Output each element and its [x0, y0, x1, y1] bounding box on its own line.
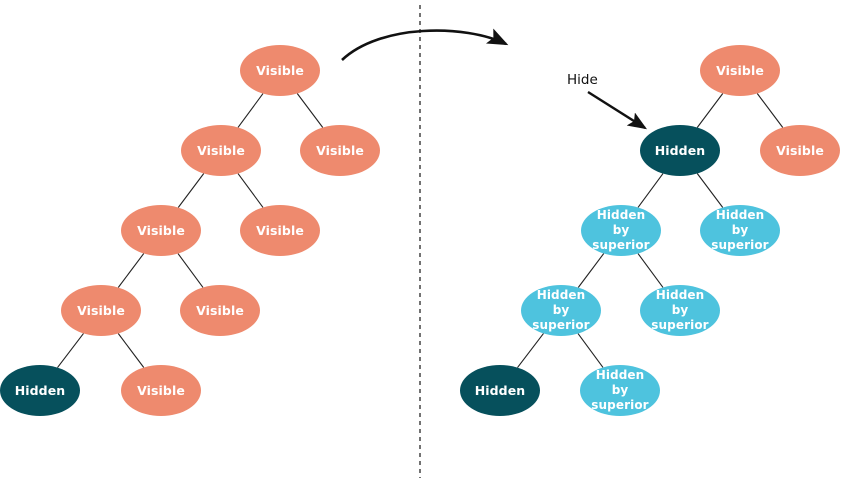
tree-node-label: Visible — [316, 142, 364, 158]
tree-node-visible[interactable]: Visible — [240, 45, 320, 96]
tree-edge — [237, 93, 264, 128]
tree-node-hidden-by-superior[interactable]: Hidden by superior — [700, 205, 780, 256]
tree-node-visible[interactable]: Visible — [700, 45, 780, 96]
transform-arrow-icon — [341, 28, 509, 61]
tree-node-label: Hidden — [654, 142, 706, 158]
tree-node-visible[interactable]: Visible — [760, 125, 840, 176]
tree-node-hidden-by-superior[interactable]: Hidden by superior — [580, 365, 660, 416]
hide-arrow-icon — [587, 90, 648, 130]
tree-edge — [296, 93, 324, 128]
tree-node-hidden[interactable]: Hidden — [460, 365, 540, 416]
hide-annotation-label: Hide — [567, 72, 598, 88]
tree-node-visible[interactable]: Visible — [240, 205, 320, 256]
tree-node-label: Visible — [716, 62, 764, 78]
tree-edge — [756, 93, 784, 128]
tree-node-label: Visible — [256, 62, 304, 78]
tree-edge — [517, 333, 544, 368]
tree-node-label: Visible — [137, 222, 185, 238]
tree-edge — [577, 333, 604, 368]
tree-node-label: Visible — [256, 222, 304, 238]
tree-node-label: Hidden by superior — [711, 208, 769, 252]
tree-node-label: Hidden by superior — [532, 288, 590, 332]
tree-node-visible[interactable]: Visible — [61, 285, 141, 336]
tree-node-hidden[interactable]: Hidden — [0, 365, 80, 416]
tree-node-label: Hidden — [474, 382, 526, 398]
tree-node-label: Hidden by superior — [592, 208, 650, 252]
tree-edge — [577, 253, 605, 288]
tree-edge — [117, 333, 145, 368]
tree-node-visible[interactable]: Visible — [121, 205, 201, 256]
tree-node-label: Hidden — [14, 382, 66, 398]
tree-edge — [696, 173, 724, 208]
tree-node-visible[interactable]: Visible — [300, 125, 380, 176]
tree-node-label: Visible — [77, 302, 125, 318]
tree-node-visible[interactable]: Visible — [181, 125, 261, 176]
tree-node-visible[interactable]: Visible — [121, 365, 201, 416]
tree-edge — [117, 253, 145, 288]
tree-node-hidden-by-superior[interactable]: Hidden by superior — [640, 285, 720, 336]
tree-edge — [177, 173, 205, 208]
tree-node-label: Visible — [196, 302, 244, 318]
tree-edge — [637, 253, 664, 288]
tree-node-hidden-by-superior[interactable]: Hidden by superior — [581, 205, 661, 256]
tree-node-label: Hidden by superior — [651, 288, 709, 332]
tree-node-visible[interactable]: Visible — [180, 285, 260, 336]
tree-edge — [57, 333, 84, 368]
tree-edge — [237, 173, 264, 208]
tree-node-label: Visible — [137, 382, 185, 398]
tree-edge — [637, 173, 664, 208]
tree-edge — [177, 253, 204, 288]
tree-node-label: Hidden by superior — [591, 368, 649, 412]
tree-edge — [696, 93, 724, 128]
tree-node-label: Visible — [776, 142, 824, 158]
tree-node-label: Visible — [197, 142, 245, 158]
tree-node-hidden[interactable]: Hidden — [640, 125, 720, 176]
tree-node-hidden-by-superior[interactable]: Hidden by superior — [521, 285, 601, 336]
